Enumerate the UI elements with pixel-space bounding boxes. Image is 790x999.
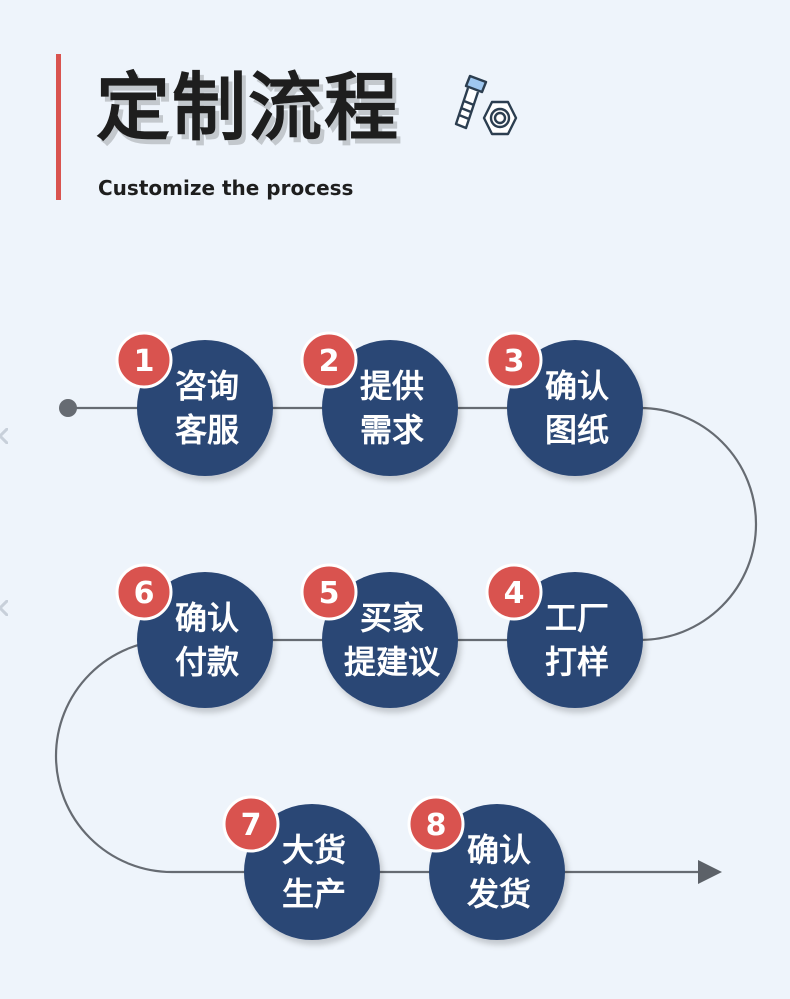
step-number: 6 <box>134 576 155 611</box>
step-label-line: 提建议 <box>344 643 441 681</box>
flow-curve-right <box>205 406 758 642</box>
flow-curve-left <box>54 638 700 874</box>
step-label-line: 打样 <box>545 643 609 681</box>
step-number-badge <box>485 563 543 621</box>
step-circle <box>244 804 380 940</box>
chevron-left-icon <box>0 600 8 616</box>
step-number-badge <box>485 331 543 389</box>
step-number: 5 <box>319 576 340 611</box>
title-accent-bar <box>56 54 61 200</box>
step-circle <box>137 340 273 476</box>
step-label-line: 付款 <box>175 643 239 681</box>
step-label-line: 发货 <box>467 875 531 913</box>
step-label-line: 确认 <box>175 599 239 637</box>
step-label-line: 图纸 <box>545 411 609 449</box>
step-circle <box>507 340 643 476</box>
step-circle <box>137 572 273 708</box>
step-number: 7 <box>241 808 262 843</box>
page-subtitle: Customize the process <box>98 176 354 200</box>
step-label-line: 工厂 <box>545 599 609 637</box>
step-label-line: 确认 <box>467 831 531 869</box>
step-label-line: 大货 <box>282 831 346 869</box>
page-title: 定制流程 <box>96 65 400 151</box>
step-circle <box>507 572 643 708</box>
step-label-line: 生产 <box>282 875 346 913</box>
step-number: 4 <box>504 576 525 611</box>
step-circle <box>322 340 458 476</box>
step-label-line: 提供 <box>360 367 424 405</box>
bolt-nut-icon <box>454 74 518 136</box>
flow-end-arrow-icon <box>698 860 722 884</box>
step-number-badge <box>115 563 173 621</box>
step-number-badge <box>300 563 358 621</box>
step-circle <box>429 804 565 940</box>
step-number: 1 <box>134 344 155 379</box>
step-number-badge <box>115 331 173 389</box>
step-label-line: 客服 <box>175 411 239 449</box>
step-number-badge <box>300 331 358 389</box>
step-label-line: 咨询 <box>175 367 239 405</box>
step-label-line: 买家 <box>360 599 424 637</box>
step-number: 8 <box>426 808 447 843</box>
step-number: 2 <box>319 344 340 379</box>
step-label-line: 需求 <box>360 411 424 449</box>
step-number-badge <box>407 795 465 853</box>
step-circle <box>322 572 458 708</box>
step-label-line: 确认 <box>545 367 609 405</box>
step-number: 3 <box>504 344 525 379</box>
chevron-left-icon <box>0 428 8 444</box>
step-number-badge <box>222 795 280 853</box>
